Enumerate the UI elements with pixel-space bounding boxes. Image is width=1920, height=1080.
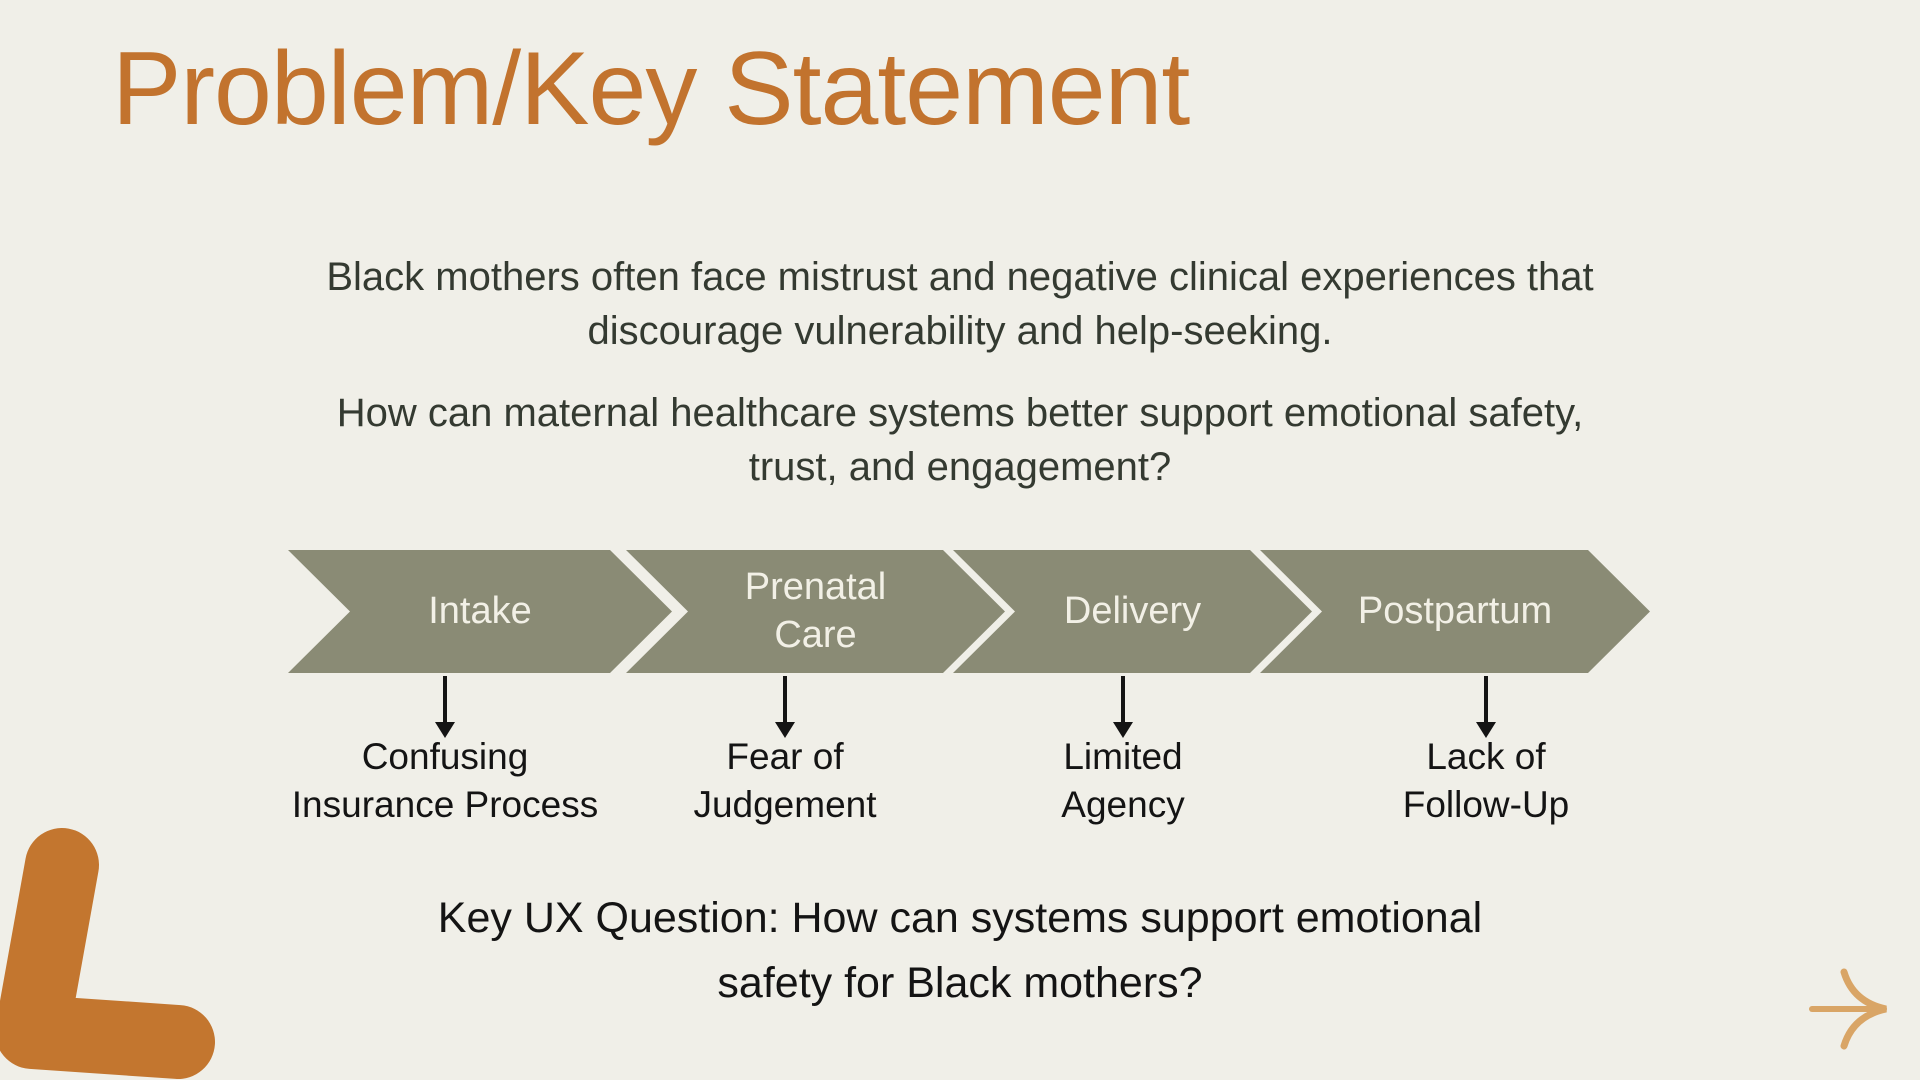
research-question-line: How can maternal healthcare systems bett… (336, 391, 1584, 435)
down-arrow-icon (1113, 676, 1133, 738)
problem-statement-line: discourage vulnerability and help-seekin… (587, 309, 1333, 353)
down-arrow-icon (435, 676, 455, 738)
statements-block: Black mothers often face mistrust and ne… (0, 250, 1920, 494)
down-arrow-icon (1476, 676, 1496, 738)
down-arrow-icon (775, 676, 795, 738)
issue-line: Follow-Up (1402, 784, 1570, 826)
key-ux-question-line: Key UX Question: How can systems support… (437, 894, 1483, 942)
problem-statement: Black mothers often face mistrust and ne… (0, 250, 1920, 358)
research-question: How can maternal healthcare systems bett… (0, 386, 1920, 494)
stage-issue-label: Lack of Follow-Up (1276, 733, 1696, 829)
issue-line: Agency (1061, 784, 1185, 826)
key-ux-question-line: safety for Black mothers? (717, 958, 1203, 1007)
issue-line: Insurance Process (291, 784, 599, 826)
stage-issue-label: Confusing Insurance Process (235, 733, 655, 829)
page-title: Problem/Key Statement (112, 31, 1190, 147)
corner-decoration-shape (0, 828, 215, 1079)
stage-chevron-prenatal-care: Prenatal Care (626, 550, 1005, 673)
stage-label: Prenatal Care (744, 566, 887, 656)
stage-issue-label: Fear of Judgement (575, 733, 995, 829)
stage-label: Postpartum (1357, 589, 1553, 632)
stage-label: Intake (428, 589, 532, 632)
issue-line: Limited (1063, 736, 1183, 777)
next-arrow-icon[interactable] (1800, 962, 1900, 1057)
stage-chevron-intake: Intake (288, 550, 672, 673)
problem-statement-line: Black mothers often face mistrust and ne… (326, 255, 1594, 299)
issue-line: Confusing (361, 736, 529, 777)
issue-line: Fear of (726, 736, 844, 777)
issue-line: Judgement (693, 784, 877, 826)
stage-chevron-postpartum: Postpartum (1260, 550, 1650, 673)
stage-issue-label: Limited Agency (913, 733, 1333, 829)
issue-line: Lack of (1426, 736, 1546, 777)
key-ux-question: Key UX Question: How can systems support… (0, 886, 1920, 1015)
research-question-line: trust, and engagement? (748, 445, 1172, 489)
stage-label: Delivery (1063, 589, 1202, 632)
stage-chevron-delivery: Delivery (953, 550, 1312, 673)
